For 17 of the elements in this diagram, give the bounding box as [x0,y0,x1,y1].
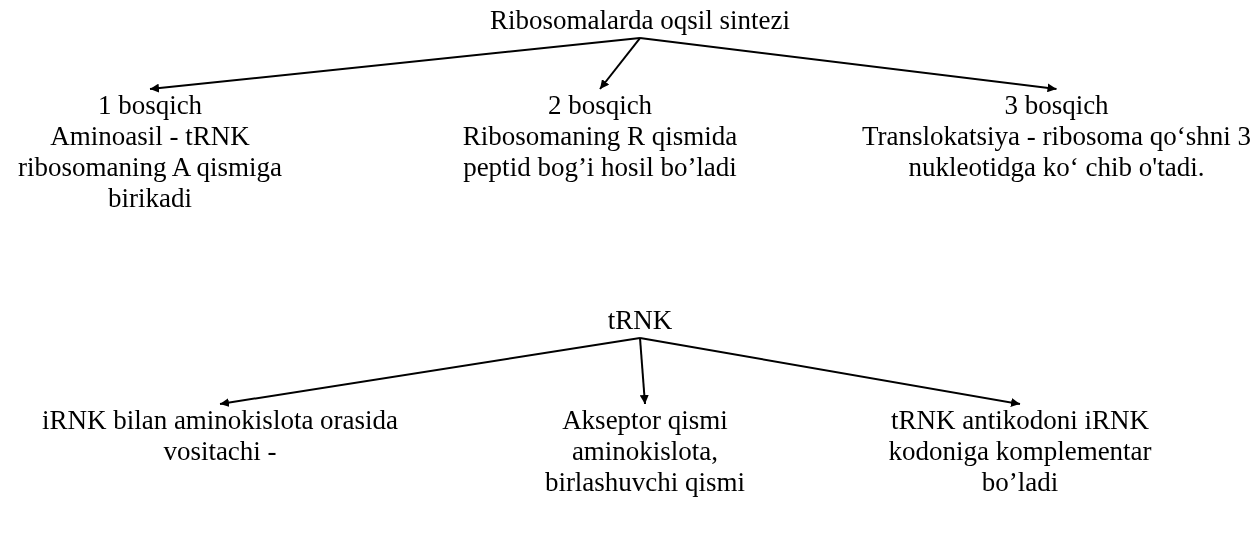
stage-heading: 3 bosqich [1003,90,1110,122]
arrow [639,337,1021,407]
node-text: Akseptor qismi aminokislota, birlashuvchi qismi [543,405,747,499]
node-text: Aminoasil - tRNK ribosomaning A qismiga birikadi [17,121,283,215]
node-text: tRNK [606,305,674,337]
arrow [219,337,641,408]
stage-heading: 2 bosqich [546,90,654,122]
arrow [599,37,641,90]
arrow [639,337,649,405]
node-text: tRNK antikodoni iRNK kodoniga komplementar bo’ladi [887,405,1153,499]
node-text: Ribosomaning R qismida peptid bog’i hosil bo’ladi [461,121,739,184]
arrow [639,37,1058,93]
node-text: Ribosomalarda oqsil sintezi [489,5,791,37]
node-text: iRNK bilan aminokislota orasida vositachi - [40,405,400,468]
arrow [149,37,641,93]
node-text: Translokatsiya - ribosoma qo‘shni 3 nukleotidga ko‘ chib o'tadi. [861,121,1252,184]
stage-heading: 1 bosqich [96,90,204,122]
